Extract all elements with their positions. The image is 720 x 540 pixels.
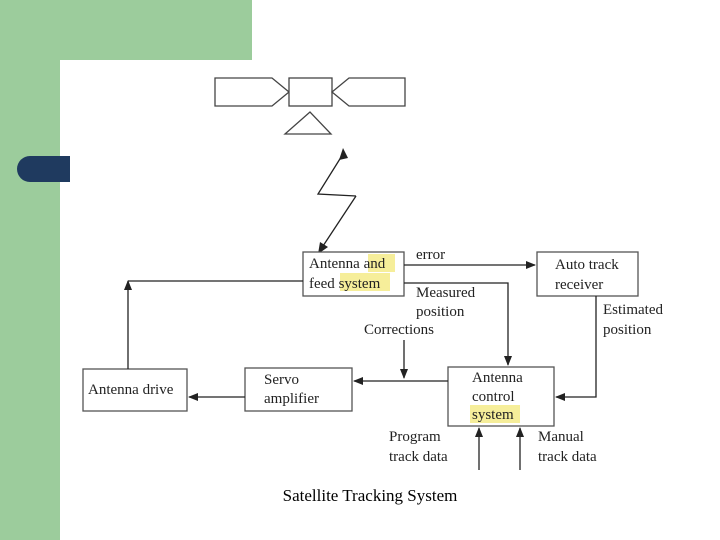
figure-caption: Satellite Tracking System: [282, 486, 458, 505]
svg-text:Servo: Servo: [264, 372, 299, 388]
svg-text:amplifier: amplifier: [264, 391, 319, 407]
error-label: error: [416, 247, 445, 263]
svg-text:Antenna: Antenna: [472, 370, 523, 386]
measured-position-label-2: position: [416, 304, 465, 320]
program-track-data-label-2: track data: [389, 449, 448, 465]
antenna-control-system-box: Antenna control system: [447, 366, 555, 427]
navy-tab-decoration: [17, 156, 70, 182]
estimated-position-label-1: Estimated: [603, 302, 663, 318]
satellite-icon: [214, 77, 406, 135]
manual-track-data-label-2: track data: [538, 449, 597, 465]
auto-track-receiver-box: Auto track receiver: [536, 251, 639, 297]
antenna-drive-box: Antenna drive: [82, 368, 188, 412]
svg-text:feed system: feed system: [309, 276, 381, 292]
antenna-feed-system-box: Antenna and feed system: [302, 251, 405, 297]
svg-text:receiver: receiver: [555, 277, 603, 293]
green-sidebar-strip: [0, 0, 60, 540]
estimated-position-label-2: position: [603, 322, 652, 338]
manual-track-data-label-1: Manual: [538, 429, 584, 445]
svg-text:Antenna drive: Antenna drive: [88, 382, 174, 398]
connector-arrows: [124, 261, 597, 470]
servo-amplifier-box: Servo amplifier: [244, 367, 353, 412]
program-track-data-label-1: Program: [389, 429, 441, 445]
signal-lightning-icon: [316, 148, 357, 254]
svg-text:Auto track: Auto track: [555, 257, 619, 273]
corrections-label: Corrections: [364, 322, 434, 338]
svg-text:Antenna and: Antenna and: [309, 256, 386, 272]
svg-text:system: system: [472, 407, 514, 423]
svg-text:control: control: [472, 389, 515, 405]
measured-position-label-1: Measured: [416, 285, 476, 301]
slide-content-panel: [60, 60, 720, 540]
